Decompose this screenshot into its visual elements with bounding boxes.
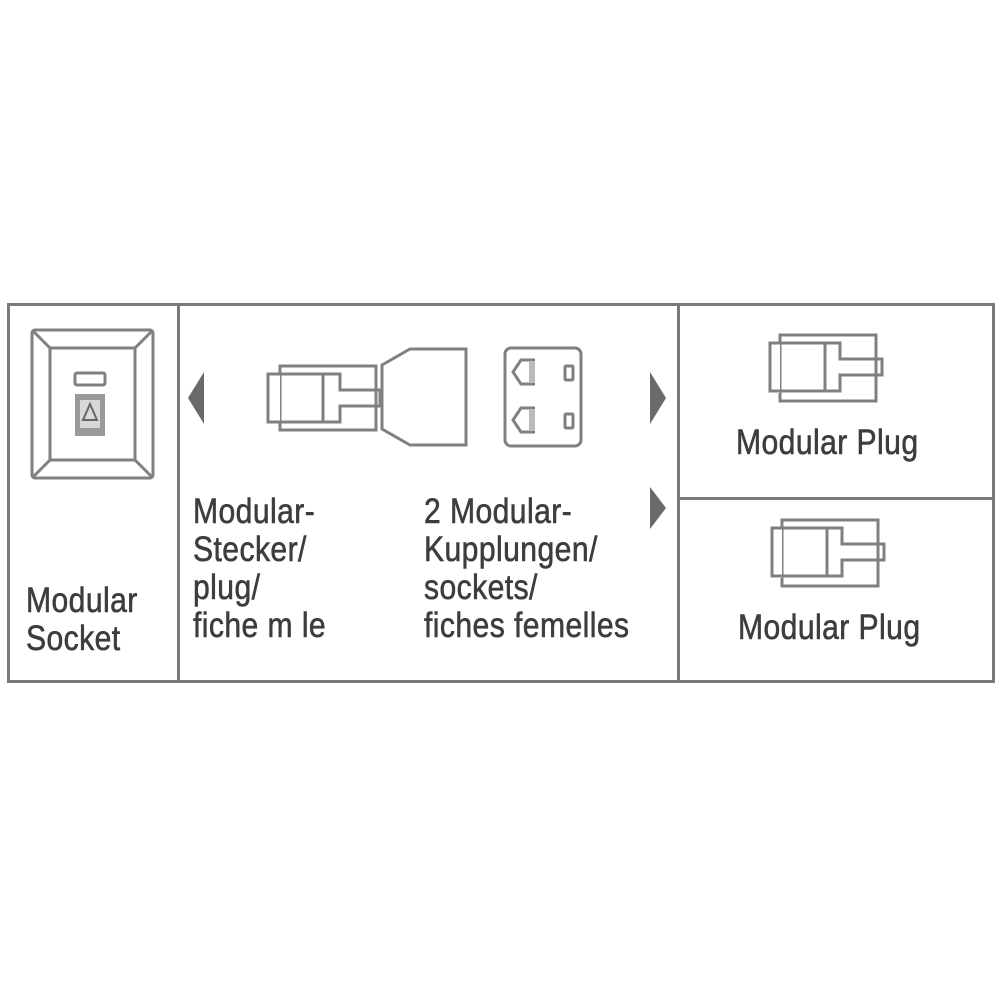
- double-socket-icon: [503, 346, 583, 448]
- adapter-plug-label-line-3: plug/: [193, 568, 261, 607]
- socket-label-line-1: Modular: [26, 581, 138, 620]
- adapter-plug-label: Modular- Stecker/ plug/ fiche m le: [193, 492, 327, 645]
- adapter-sockets-label-line-1: 2 Modular-: [424, 492, 573, 531]
- adapter-plug-label-line-1: Modular-: [193, 492, 316, 531]
- divider-socket-adapter: [177, 306, 180, 680]
- adapter-sockets-label-line-2: Kupplungen/: [424, 530, 598, 569]
- diagram-frame: [7, 303, 995, 683]
- arrow-right-top-icon: [650, 372, 666, 424]
- adapter-plug-label-line-2: Stecker/: [193, 530, 307, 569]
- adapter-sockets-label-line-4: fiches femelles: [424, 606, 630, 645]
- socket-label-line-2: Socket: [26, 619, 121, 658]
- modular-plug-icon: [768, 333, 884, 403]
- adapter-body-icon: [380, 347, 468, 447]
- adapter-sockets-label-line-3: sockets/: [424, 568, 538, 607]
- wall-socket-icon: [30, 328, 155, 480]
- modular-plug-icon: [770, 518, 886, 588]
- plug-bottom-label: Modular Plug: [738, 608, 921, 647]
- plug-top-label: Modular Plug: [736, 423, 919, 462]
- divider-adapter-plugs: [677, 306, 680, 680]
- adapter-plug-label-line-4: fiche m le: [193, 606, 327, 645]
- modular-plug-icon: [266, 364, 382, 432]
- divider-plugs: [680, 497, 992, 500]
- socket-label: Modular Socket: [26, 581, 138, 658]
- arrow-right-bottom-icon: [650, 487, 666, 529]
- adapter-sockets-label: 2 Modular- Kupplungen/ sockets/ fiches f…: [424, 492, 630, 645]
- arrow-left-icon: [188, 372, 204, 424]
